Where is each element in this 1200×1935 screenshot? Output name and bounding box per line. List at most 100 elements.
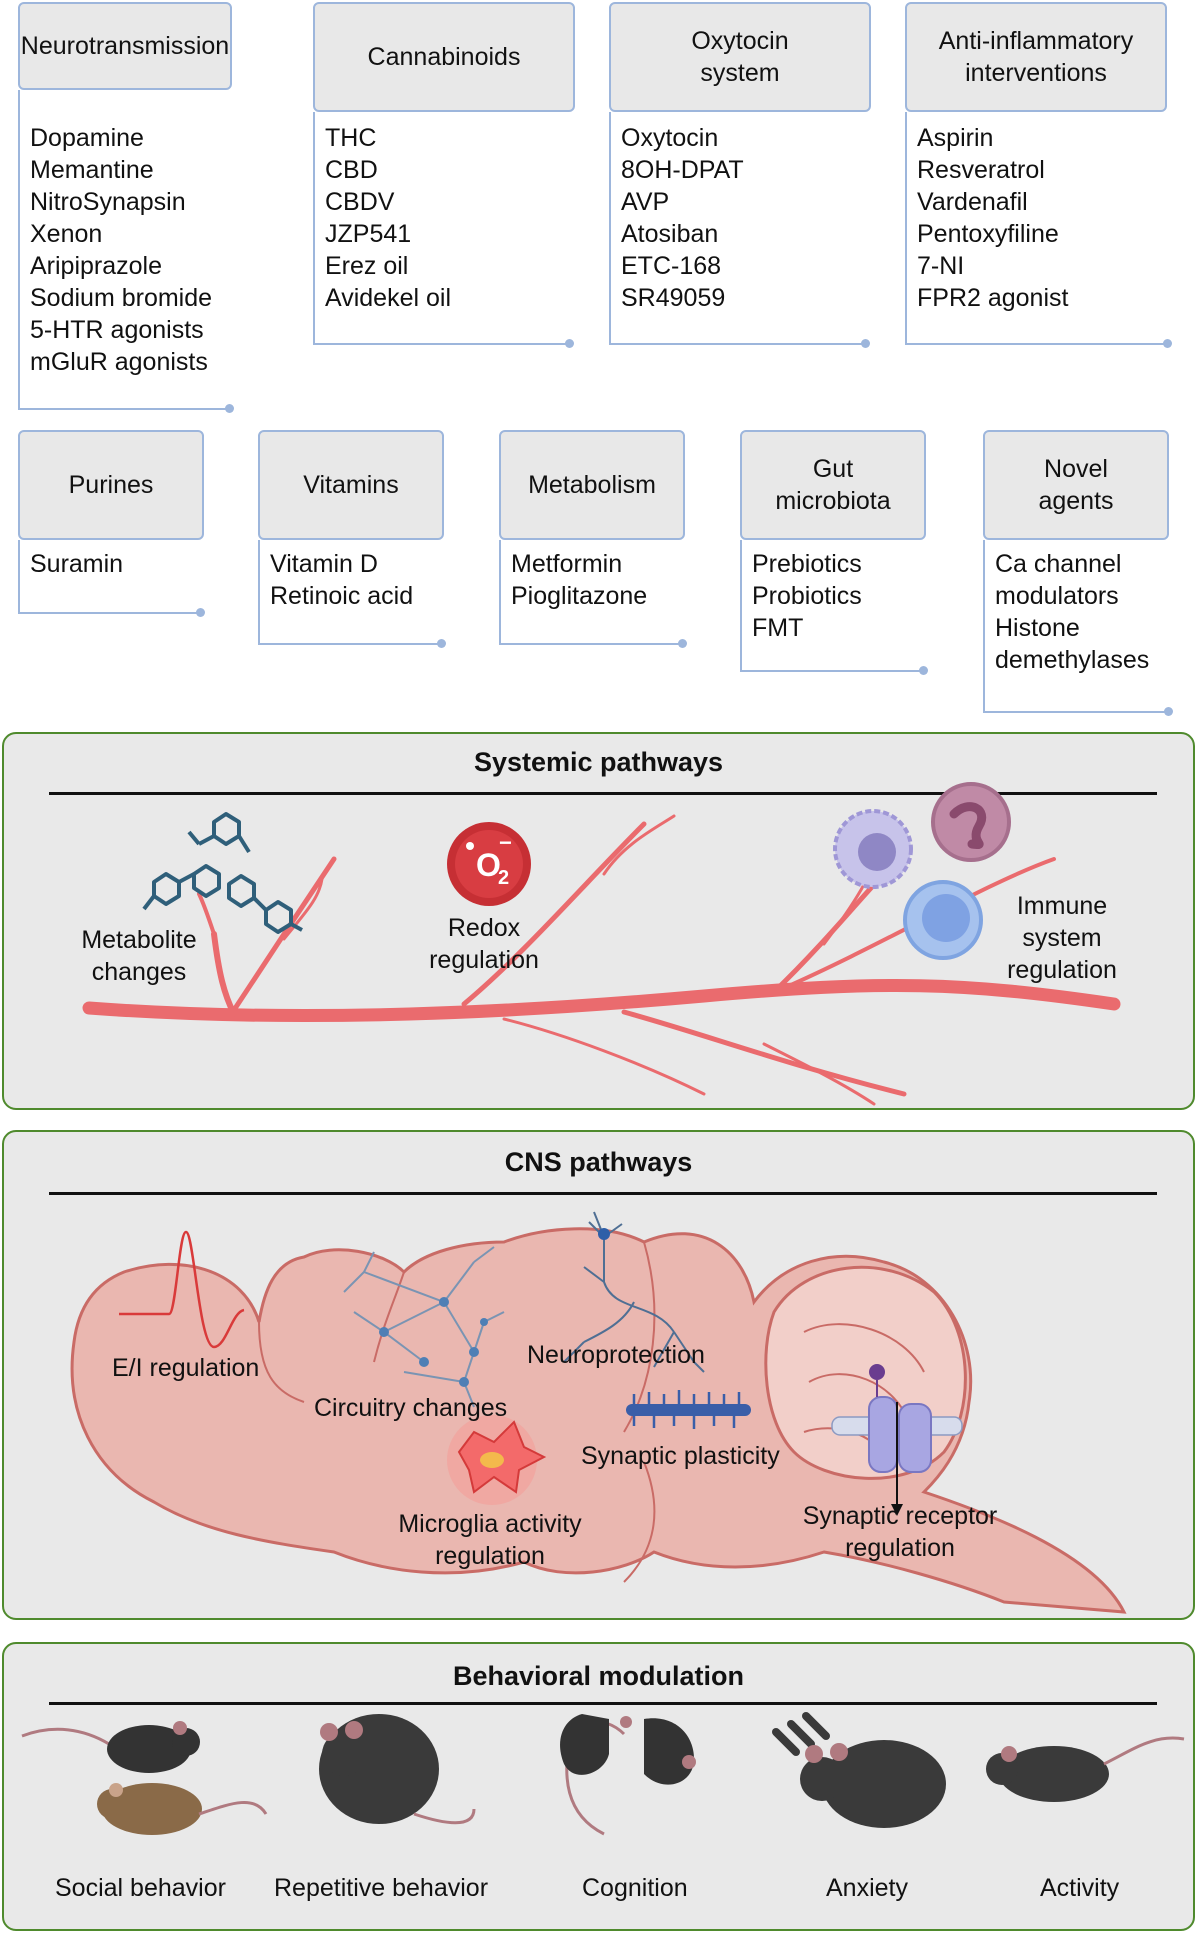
cognition-label: Cognition — [582, 1874, 688, 1902]
category-items: Metformin Pioglitazone — [511, 548, 647, 612]
panel-title: Behavioral modulation — [452, 1661, 745, 1691]
panel-title: Systemic pathways — [473, 747, 724, 777]
bracket-end-dot — [565, 339, 574, 348]
panel-title: CNS pathways — [504, 1147, 693, 1177]
title-line: Novel — [1044, 455, 1108, 483]
repetitive-behavior-label: Repetitive behavior — [274, 1874, 489, 1902]
neuron-soma — [598, 1228, 610, 1240]
superoxide-icon — [447, 822, 531, 906]
list-item: Atosiban — [621, 220, 719, 248]
circuitry-changes-label: Circuitry changes — [314, 1394, 508, 1422]
bracket-line — [905, 112, 1169, 345]
category-title: Gut microbiota — [740, 430, 926, 540]
list-item: JZP541 — [325, 220, 412, 248]
ei-regulation-label: E/I regulation — [112, 1354, 260, 1382]
bracket-end-dot — [225, 404, 234, 413]
neuron-icon — [563, 1211, 705, 1373]
cns-illustration — [70, 1211, 1127, 1614]
bracket-end-dot — [437, 639, 446, 648]
list-item: THC — [325, 124, 377, 152]
title-rule — [49, 1192, 1157, 1195]
ei-trace-icon — [119, 1230, 245, 1349]
network-nodes — [379, 1297, 488, 1387]
synaptic-plasticity-label: Synaptic plasticity — [581, 1442, 780, 1470]
social-behavior-label: Social behavior — [55, 1874, 226, 1902]
bracket-line — [983, 540, 1170, 713]
running-mouse-icon — [986, 1736, 1185, 1802]
list-item: Oxytocin — [621, 124, 719, 152]
list-item: Metformin — [511, 550, 623, 578]
list-item: Vitamin D — [270, 550, 378, 578]
activity-label: Activity — [1040, 1874, 1120, 1902]
category-items: Suramin — [30, 548, 123, 580]
category-title: Neurotransmission — [18, 2, 232, 90]
bracket-end-dot — [1163, 339, 1172, 348]
category-items: Ca channel modulators Histone demethylas… — [995, 548, 1149, 676]
list-item: ETC-168 — [621, 252, 722, 280]
o2-charge: − — [499, 830, 512, 855]
grooming-mouse-icon — [319, 1714, 476, 1825]
cns-pathways-panel: CNS pathways — [2, 1130, 1195, 1620]
title-line: Gut — [812, 455, 854, 483]
list-item: Retinoic acid — [270, 582, 414, 610]
cerebellum-icon — [764, 1265, 967, 1480]
bracket-end-dot — [1164, 707, 1173, 716]
bracket-line — [609, 112, 868, 345]
title-rule — [49, 1702, 1157, 1705]
list-item: 5-HTR agonists — [30, 316, 204, 344]
anxiety-mouse-icon — [772, 1712, 946, 1828]
list-item: Memantine — [30, 156, 154, 184]
anxiety-label: Anxiety — [826, 1874, 908, 1902]
category-items: Prebiotics Probiotics FMT — [752, 548, 862, 644]
list-item: Erez oil — [325, 252, 409, 280]
macrophage-icon — [833, 809, 913, 889]
bracket-line — [18, 90, 232, 410]
title-line: Oxytocin — [691, 27, 789, 55]
title-line: interventions — [965, 59, 1107, 87]
molecule-icon — [142, 812, 303, 934]
list-item: Pioglitazone — [511, 582, 648, 610]
bracket-line — [499, 540, 684, 645]
neutrophil-icon — [931, 782, 1011, 862]
systemic-pathways-panel: Systemic pathways — [2, 732, 1195, 1110]
list-item: FPR2 agonist — [917, 284, 1069, 312]
category-title: Anti-inflammatory interventions — [905, 2, 1167, 112]
list-item: demethylases — [995, 646, 1150, 674]
behavior-illustration — [21, 1712, 1185, 1836]
category-items: Vitamin D Retinoic acid — [270, 548, 413, 612]
category-title: Purines — [18, 430, 204, 540]
title-line: system — [700, 59, 780, 87]
cognition-mice-icon — [560, 1714, 696, 1836]
list-item: CBD — [325, 156, 378, 184]
bracket-end-dot — [919, 666, 928, 675]
list-item: Probiotics — [752, 582, 862, 610]
o2-symbol: O — [476, 847, 501, 883]
behavioral-modulation-panel: Behavioral modulation — [2, 1642, 1195, 1931]
list-item: FMT — [752, 614, 804, 642]
title-line: microbiota — [775, 487, 891, 515]
category-title: Vitamins — [258, 430, 444, 540]
list-item: Dopamine — [30, 124, 144, 152]
synapse-icon — [626, 1390, 751, 1429]
list-item: AVP — [621, 188, 670, 216]
title-line: Anti-inflammatory — [938, 27, 1134, 55]
list-item: Ca channel — [995, 550, 1122, 578]
bracket-end-dot — [678, 639, 687, 648]
bracket-line — [740, 540, 925, 672]
list-item: Aripiprazole — [30, 252, 163, 280]
list-item: modulators — [995, 582, 1119, 610]
list-item: Suramin — [30, 550, 124, 578]
category-items: Aspirin Resveratrol Vardenafil Pentoxyfi… — [917, 122, 1068, 314]
category-title: Oxytocin system — [609, 2, 871, 112]
list-item: 8OH-DPAT — [621, 156, 744, 184]
category-title: Metabolism — [499, 430, 685, 540]
list-item: Histone — [995, 614, 1080, 642]
category-items: Oxytocin 8OH-DPAT AVP Atosiban ETC-168 S… — [621, 122, 744, 314]
title-rule — [49, 792, 1157, 795]
